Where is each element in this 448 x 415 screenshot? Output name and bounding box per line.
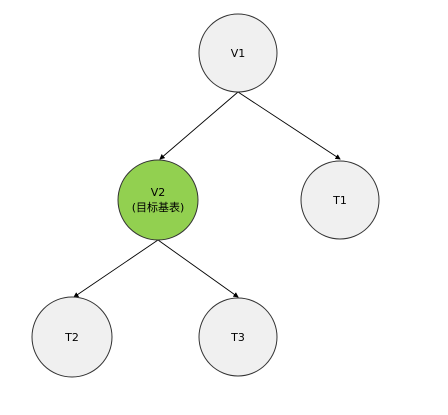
node-v1-circle [198, 13, 278, 93]
edge-v1-v2 [159, 91, 239, 160]
edge-v1-t1 [237, 91, 341, 160]
node-t3-label: T3 [230, 331, 245, 344]
node-v1-label: V1 [231, 47, 246, 60]
node-t1-label: T1 [332, 194, 347, 207]
node-t3-circle [198, 297, 278, 377]
edge-v2-t3 [157, 239, 239, 298]
node-t2: T2 [31, 296, 113, 378]
edge-v2-t2 [73, 239, 159, 298]
node-t3: T3 [198, 297, 278, 377]
node-t2-circle [31, 296, 113, 378]
node-t1: T1 [300, 160, 380, 240]
node-v1: V1 [198, 13, 278, 93]
node-v2-sublabel: (目标基表) [132, 200, 185, 214]
node-v2-label: V2 [151, 186, 166, 199]
node-v2: V2 (目标基表) [117, 159, 199, 241]
node-t2-label: T2 [64, 331, 79, 344]
node-v2-circle [117, 159, 199, 241]
node-t1-circle [300, 160, 380, 240]
